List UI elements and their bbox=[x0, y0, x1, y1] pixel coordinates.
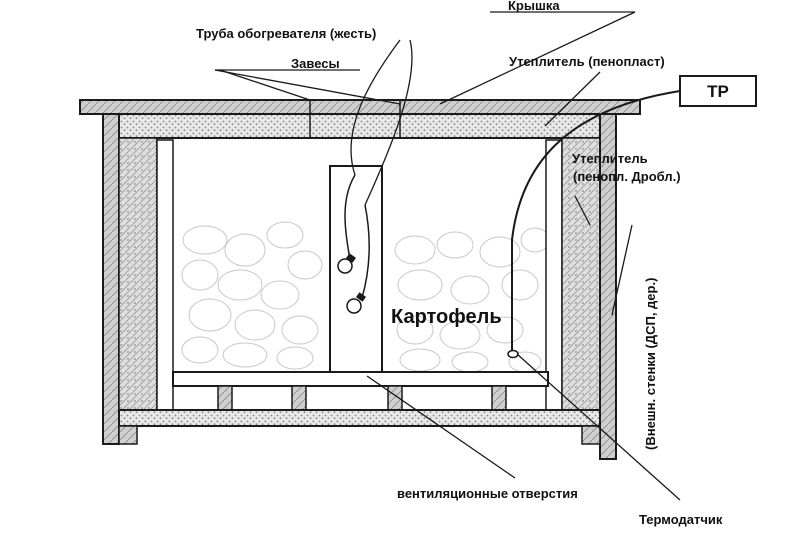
lid-label: Крышка bbox=[508, 0, 560, 13]
heater-pipe bbox=[329, 165, 383, 373]
heater-bulb-icon bbox=[346, 292, 366, 314]
floor bbox=[118, 371, 601, 445]
potato-label: Картофель bbox=[391, 306, 502, 328]
leader-lines bbox=[214, 11, 681, 501]
thermo-regulator: ТР bbox=[679, 75, 757, 107]
potato-pile bbox=[181, 221, 550, 373]
sensor-cable bbox=[511, 90, 681, 352]
hinges-label: Завесы bbox=[291, 56, 340, 71]
insulation-crumb-label-2: (пенопл. Дробл.) bbox=[573, 169, 681, 184]
heater-bulb-icon bbox=[337, 253, 356, 274]
insulation-crumb-label-1: Утеплитель bbox=[572, 151, 648, 166]
vents-label: вентиляционные отверстия bbox=[397, 486, 578, 501]
thermo-sensor-icon bbox=[507, 349, 519, 359]
left-wall bbox=[102, 113, 174, 445]
heater-pipe-label: Труба обогревателя (жесть) bbox=[196, 26, 376, 41]
outer-walls-label: (Внешн. стенки (ДСП, дер.) bbox=[643, 278, 658, 450]
insulation-foam-label: Утеплитель (пенопласт) bbox=[509, 54, 665, 69]
thermo-sensor-label: Термодатчик bbox=[639, 512, 723, 527]
tr-label: ТР bbox=[707, 82, 729, 101]
